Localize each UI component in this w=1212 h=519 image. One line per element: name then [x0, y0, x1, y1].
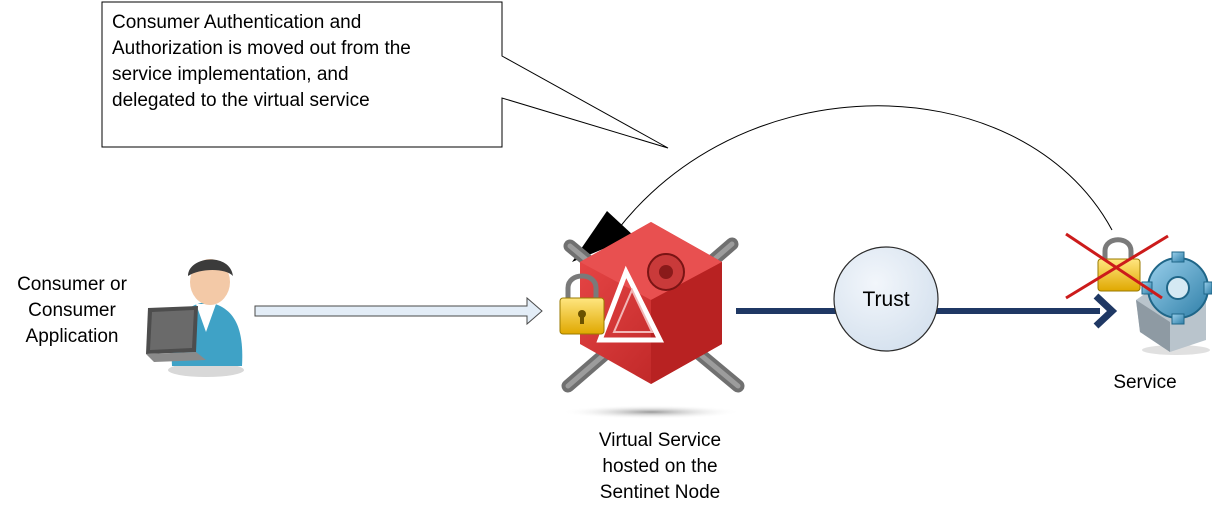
callout: [101, 1, 669, 149]
consumer-label-line: Consumer or: [17, 274, 127, 295]
cross-out-icon: [1065, 232, 1169, 300]
callout-line: Authorization is moved out from the: [112, 38, 411, 59]
consumer-label-line: Consumer: [28, 300, 116, 321]
callout-line: Consumer Authentication and: [112, 12, 362, 33]
trust-circle: [833, 246, 939, 352]
consumer-label-line: Application: [25, 326, 119, 347]
virtual-service-label-line: Sentinet Node: [599, 482, 721, 503]
callout-text: Consumer Authentication and Authorizatio…: [112, 10, 498, 114]
consumer-arrow: [254, 296, 543, 326]
sentinet-red-cube-icon: [561, 222, 745, 393]
gear-puzzle-icon: [1136, 251, 1212, 355]
consumer-label: Consumer or Consumer Application: [2, 272, 142, 350]
service-label: Service: [1113, 372, 1177, 393]
virtual-service-label-line: hosted on the: [602, 456, 718, 477]
virtual-service-label-line: Virtual Service: [598, 430, 722, 451]
callout-line: delegated to the virtual service: [112, 90, 370, 111]
service-lock-icon: [1097, 237, 1141, 292]
callout-line: service implementation, and: [112, 64, 349, 85]
virtual-service-label: Virtual Service hosted on the Sentinet N…: [570, 428, 750, 506]
delegation-arc: [597, 105, 1113, 259]
virtual-service-shadow: [561, 405, 741, 419]
trust-label: Trust: [862, 288, 910, 311]
user-laptop-icon: [146, 259, 244, 377]
arc-arrowhead: [572, 211, 634, 262]
virtual-service-lock-icon: [559, 273, 605, 335]
